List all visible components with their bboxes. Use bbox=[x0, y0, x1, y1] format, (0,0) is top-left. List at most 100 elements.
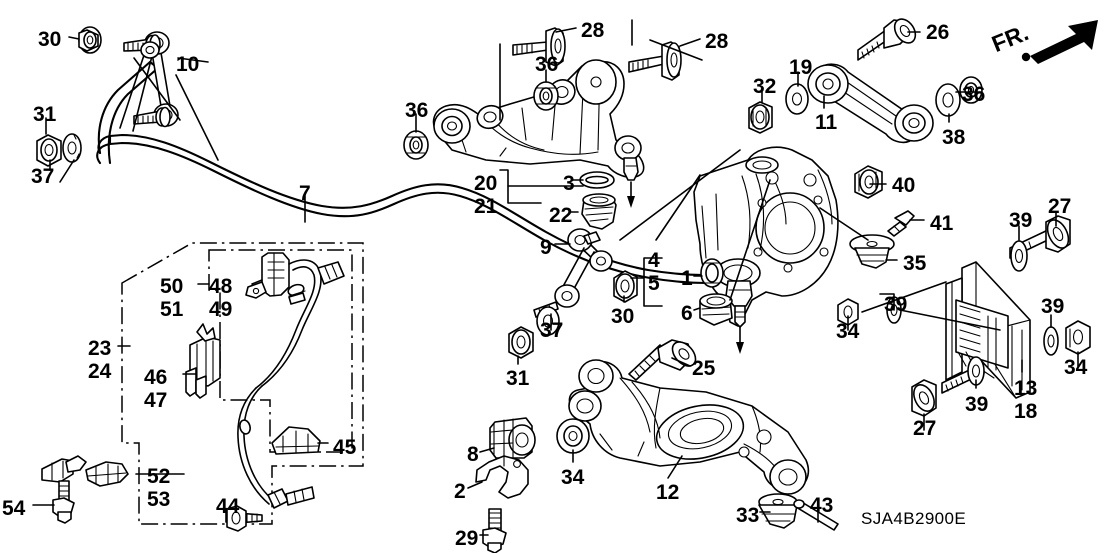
callout-8: 8 bbox=[467, 443, 479, 466]
callout-54: 54 bbox=[2, 497, 26, 520]
flange-nut-30-center-part bbox=[613, 270, 638, 303]
harness-lower-cable bbox=[237, 385, 315, 509]
callout-37: 37 bbox=[31, 165, 55, 188]
callout-1: 1 bbox=[681, 267, 693, 290]
callout-31: 31 bbox=[33, 103, 57, 126]
upper-lateral-arm-11-part bbox=[807, 63, 934, 144]
callout-20-21: 20 21 bbox=[474, 172, 498, 218]
wheel-sensor-48-49-part bbox=[245, 252, 345, 389]
bolt-28-right-part bbox=[628, 41, 682, 81]
callout-27: 27 bbox=[1048, 195, 1072, 218]
bolt-54-part bbox=[52, 480, 75, 524]
callout-25: 25 bbox=[692, 357, 716, 380]
washer-38-part bbox=[935, 83, 961, 117]
callout-36: 36 bbox=[535, 53, 559, 76]
callout-31: 31 bbox=[506, 367, 530, 390]
callout-23-24: 23 24 bbox=[88, 337, 112, 383]
callout-37: 37 bbox=[540, 319, 564, 342]
callout-35: 35 bbox=[903, 252, 927, 275]
flange-nut-31-center-part bbox=[508, 326, 534, 359]
callout-34: 34 bbox=[1064, 356, 1088, 379]
callout-40: 40 bbox=[892, 174, 916, 197]
callout-39: 39 bbox=[1009, 209, 1033, 232]
callout-28: 28 bbox=[705, 30, 729, 53]
orientation-arrow-icon bbox=[1021, 20, 1098, 64]
callout-34: 34 bbox=[561, 466, 585, 489]
callout-7: 7 bbox=[299, 182, 311, 205]
seal-1-part bbox=[700, 258, 724, 288]
lower-control-arm-12-part bbox=[568, 359, 810, 495]
washer-39-bottom-part bbox=[967, 356, 985, 386]
washer-19-part bbox=[785, 83, 809, 115]
callout-6: 6 bbox=[681, 302, 693, 325]
callout-30: 30 bbox=[611, 305, 635, 328]
harness-group-boundary-50-51 bbox=[208, 249, 353, 453]
callout-36: 36 bbox=[962, 83, 986, 106]
flange-nut-31-part bbox=[36, 134, 62, 167]
callout-39: 39 bbox=[1041, 295, 1065, 318]
callout-38: 38 bbox=[942, 126, 966, 149]
washer-39-top-part bbox=[1010, 240, 1028, 272]
callout-19: 19 bbox=[789, 56, 813, 79]
stabilizer-bracket-arm bbox=[119, 41, 160, 132]
nut-40-part bbox=[854, 165, 883, 199]
stabilizer-bushing-8-part bbox=[489, 417, 536, 459]
callout-2: 2 bbox=[454, 480, 466, 503]
callout-45: 45 bbox=[333, 436, 357, 459]
bushing-33-part bbox=[758, 493, 798, 529]
drawing-number: SJA4B2900E bbox=[861, 509, 967, 528]
callout-50-51: 50 51 bbox=[160, 275, 184, 321]
callout-22: 22 bbox=[549, 204, 573, 227]
callout-46-47: 46 47 bbox=[144, 366, 168, 412]
callout-44: 44 bbox=[216, 495, 240, 518]
callout-48-49: 48 49 bbox=[209, 275, 233, 321]
bushing-34-bottom-part bbox=[556, 418, 590, 454]
callout-26: 26 bbox=[926, 21, 950, 44]
bolt-26-part bbox=[857, 18, 917, 61]
callout-52-53: 52 53 bbox=[147, 465, 171, 511]
hub-cap-35-part bbox=[849, 234, 895, 269]
bolt-25-part bbox=[628, 339, 697, 381]
callout-27: 27 bbox=[913, 417, 937, 440]
callout-9: 9 bbox=[540, 236, 552, 259]
callout-11: 11 bbox=[815, 111, 838, 134]
bearing-6-part bbox=[699, 293, 733, 326]
callout-29: 29 bbox=[455, 527, 479, 550]
nut-34-right-part bbox=[1065, 320, 1091, 355]
bolt-29-part bbox=[482, 508, 507, 553]
callout-12: 12 bbox=[656, 481, 680, 504]
callout-43: 43 bbox=[810, 494, 834, 517]
callout-10: 10 bbox=[176, 53, 200, 76]
callout-41: 41 bbox=[930, 212, 954, 235]
bolt-28-left-part bbox=[512, 27, 566, 67]
o-ring-3-part bbox=[579, 171, 615, 189]
cotter-pin-43-part bbox=[793, 499, 839, 531]
callout-39: 39 bbox=[884, 293, 908, 316]
stabilizer-holder-2-part bbox=[475, 455, 529, 499]
nut-34-left-part bbox=[837, 298, 859, 326]
callout-28: 28 bbox=[581, 19, 605, 42]
washer-39-right-part bbox=[1043, 326, 1059, 356]
callout-32: 32 bbox=[753, 75, 777, 98]
callout-39: 39 bbox=[965, 393, 989, 416]
callout-3: 3 bbox=[563, 172, 575, 195]
rear-knuckle-part bbox=[693, 146, 839, 354]
speed-sensor-41-part bbox=[887, 210, 915, 237]
flange-nut-30-part bbox=[78, 26, 102, 54]
leader-lines bbox=[32, 19, 1079, 536]
callout-33: 33 bbox=[736, 504, 760, 527]
callout-13-18: 13 18 bbox=[1014, 377, 1038, 423]
bolt-44-part bbox=[226, 505, 263, 532]
washer-37-part bbox=[62, 133, 82, 163]
callout-36: 36 bbox=[405, 99, 429, 122]
upper-control-arm-part bbox=[432, 59, 645, 208]
bushing-36-left-part bbox=[403, 130, 429, 160]
bracket-52-53-part bbox=[41, 455, 129, 487]
callout-30: 30 bbox=[38, 28, 62, 51]
toe-link-9-part bbox=[533, 228, 613, 318]
harness-clip-46-47-part bbox=[185, 323, 221, 399]
dust-boot-22-part bbox=[581, 193, 617, 230]
callout-4-5: 4 5 bbox=[648, 249, 660, 295]
